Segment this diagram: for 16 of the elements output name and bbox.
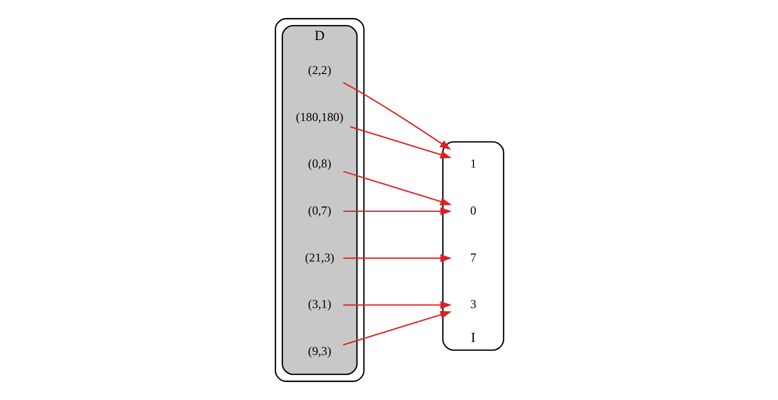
node-text: 0 bbox=[470, 203, 476, 218]
node-text: (0,7) bbox=[308, 203, 331, 218]
node-text: (180,180) bbox=[295, 110, 343, 124]
node-text: (2,2) bbox=[308, 62, 331, 77]
node-text: (3,1) bbox=[308, 297, 331, 312]
node-text: (21,3) bbox=[304, 250, 334, 264]
arrow bbox=[342, 301, 452, 309]
node-text: 7 bbox=[470, 250, 476, 264]
arrow bbox=[342, 207, 452, 216]
node-text: (0,8) bbox=[308, 156, 331, 171]
node-text: (9,3) bbox=[308, 344, 331, 358]
arrow bbox=[342, 82, 451, 150]
arrow bbox=[342, 254, 452, 262]
cluster bbox=[274, 18, 364, 382]
node-text: 1 bbox=[470, 156, 476, 171]
node-text: 3 bbox=[470, 297, 476, 312]
